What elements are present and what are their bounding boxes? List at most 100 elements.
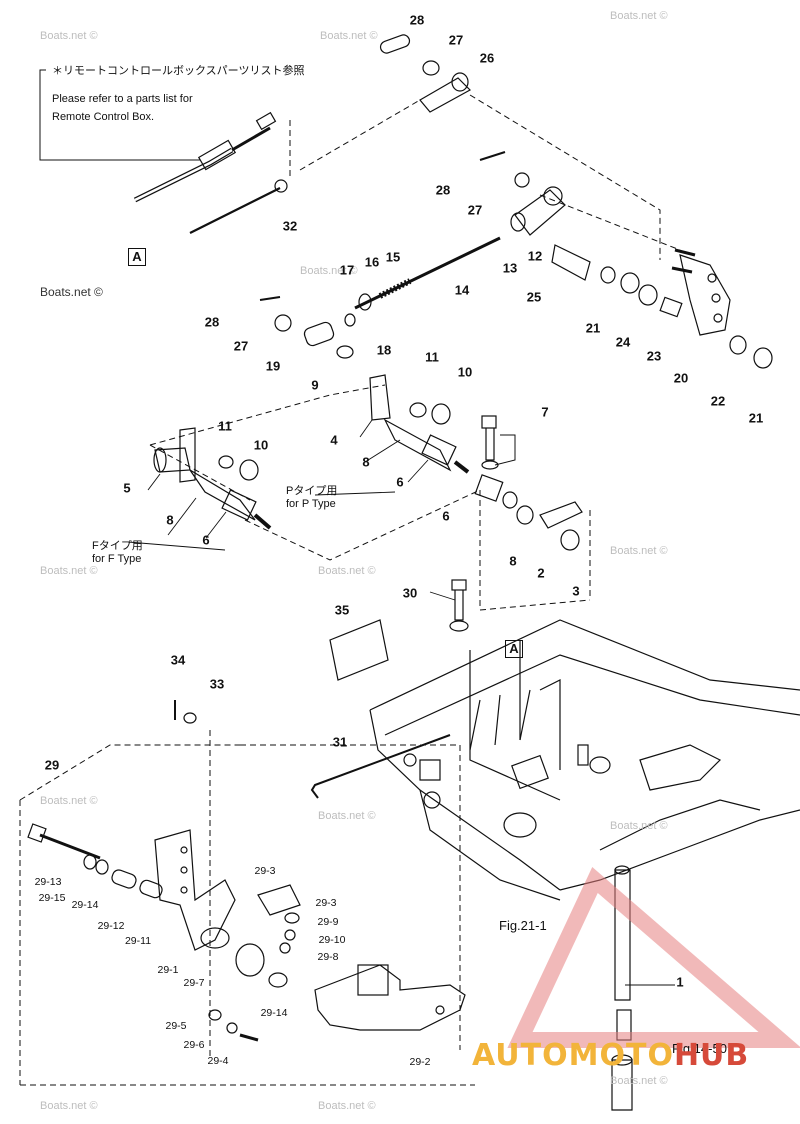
shaft-14: [344, 236, 501, 327]
part-callout-6: 6: [396, 474, 404, 490]
brand-wordmark: AUTOMOTOHUB: [472, 1038, 749, 1073]
part-callout-23: 23: [646, 348, 662, 364]
part-callout-12: 12: [527, 248, 543, 264]
part-callout-35: 35: [334, 602, 350, 618]
part-callout-26: 26: [479, 50, 495, 66]
remote-control-note-line1: Please refer to a parts list for: [52, 93, 193, 105]
shift-rod-1: [611, 865, 675, 1111]
part-callout-29-1: 29-1: [157, 964, 179, 976]
part-callout-4: 4: [330, 432, 338, 448]
part-callout-21: 21: [585, 320, 601, 336]
part-callout-34: 34: [170, 652, 186, 668]
part-callout-29-6: 29-6: [183, 1039, 205, 1051]
part-callout-29-12: 29-12: [97, 920, 125, 932]
watermark: Boats.net ©: [40, 30, 98, 42]
label-plate-35: [329, 619, 389, 681]
p-type-label: Pタイプ用 for P Type: [286, 485, 337, 511]
part-callout-2: 2: [537, 565, 545, 581]
bolt-plate-assembly: [474, 415, 583, 551]
part-callout-29-3: 29-3: [315, 897, 337, 909]
part-callout-10: 10: [253, 437, 269, 453]
part-callout-27: 27: [233, 338, 249, 354]
reference-a-box: A: [128, 248, 146, 266]
part-callout-14: 14: [454, 282, 470, 298]
watermark: Boats.net ©: [610, 545, 668, 557]
control-bracket-assembly-29: [27, 823, 466, 1042]
part-callout-1: 1: [676, 974, 684, 990]
part-callout-11: 11: [425, 349, 439, 365]
figure-ref-21-1: Fig.21-1: [499, 918, 547, 933]
part-callout-33: 33: [209, 676, 225, 692]
part-callout-27: 27: [467, 202, 483, 218]
part-callout-29-13: 29-13: [34, 876, 62, 888]
part-callout-29-4: 29-4: [207, 1055, 229, 1067]
part-callout-5: 5: [123, 480, 131, 496]
part-callout-28: 28: [409, 12, 425, 28]
part-callout-6: 6: [442, 508, 450, 524]
watermark: Boats.net ©: [610, 1075, 668, 1087]
watermark: Boats.net ©: [610, 10, 668, 22]
link-rod-26: [379, 34, 471, 113]
part-callout-29-14: 29-14: [71, 899, 99, 911]
part-callout-29-7: 29-7: [183, 977, 205, 989]
part-callout-29-5: 29-5: [165, 1020, 187, 1032]
rod-31: [310, 734, 451, 799]
watermark: Boats.net ©: [318, 565, 376, 577]
watermark: Boats.net ©: [610, 820, 668, 832]
part-callout-31: 31: [332, 734, 348, 750]
part-callout-19: 19: [265, 358, 281, 374]
remote-control-cable: [133, 111, 288, 234]
watermark: Boats.net ©: [300, 265, 358, 277]
brand-part-1: AUTOMOTO: [472, 1038, 674, 1073]
part-callout-29: 29: [44, 757, 60, 773]
part-callout-29-11: 29-11: [124, 935, 152, 947]
part-callout-30: 30: [402, 585, 418, 601]
part-callout-17: 17: [339, 262, 355, 278]
bottom-cowl: [369, 619, 800, 901]
part-callout-22: 22: [710, 393, 726, 409]
part-callout-29-3: 29-3: [254, 865, 276, 877]
bracket-20: [551, 244, 773, 369]
part-callout-10: 10: [457, 364, 473, 380]
part-callout-16: 16: [364, 254, 380, 270]
part-callout-21: 21: [748, 410, 764, 426]
part-callout-6: 6: [202, 532, 210, 548]
part-callout-29-9: 29-9: [317, 916, 339, 928]
remote-control-note-line2: Remote Control Box.: [52, 111, 155, 123]
lever-assembly-p: [259, 296, 470, 474]
part-callout-28: 28: [435, 182, 451, 198]
remote-control-note-jp: ＊リモートコントロールボックスパーツリスト参照: [52, 64, 305, 77]
watermark: Boats.net ©: [40, 285, 103, 299]
part-callout-8: 8: [509, 553, 517, 569]
part-callout-13: 13: [502, 260, 518, 276]
brand-part-2: HUB: [673, 1038, 750, 1073]
part-callout-3: 3: [572, 583, 580, 599]
f-type-label-en: for F Type: [92, 553, 142, 565]
part-callout-29-15: 29-15: [38, 892, 66, 904]
part-callout-15: 15: [385, 249, 401, 265]
part-callout-28: 28: [204, 314, 220, 330]
p-type-label-en: for P Type: [286, 498, 336, 510]
reference-a-box-2: A: [505, 640, 523, 658]
watermark: Boats.net ©: [318, 810, 376, 822]
part-callout-29-10: 29-10: [318, 934, 346, 946]
watermark: Boats.net ©: [318, 1100, 376, 1112]
watermark: Boats.net ©: [40, 1100, 98, 1112]
part-callout-25: 25: [526, 289, 542, 305]
part-callout-7: 7: [541, 404, 549, 420]
lever-assembly-f: [153, 427, 272, 530]
bolt-30: [449, 579, 469, 632]
part-callout-9: 9: [311, 377, 319, 393]
automotohub-logo-triangle: [507, 867, 800, 1048]
watermark: Boats.net ©: [320, 30, 378, 42]
part-callout-20: 20: [673, 370, 689, 386]
part-callout-8: 8: [362, 454, 370, 470]
watermark: Boats.net ©: [40, 795, 98, 807]
part-callout-11: 11: [218, 418, 232, 434]
part-callout-32: 32: [282, 218, 298, 234]
part-callout-29-2: 29-2: [409, 1056, 431, 1068]
part-callout-27: 27: [448, 32, 464, 48]
f-type-label: Fタイプ用 for F Type: [92, 540, 143, 566]
part-callout-29-14: 29-14: [260, 1007, 288, 1019]
